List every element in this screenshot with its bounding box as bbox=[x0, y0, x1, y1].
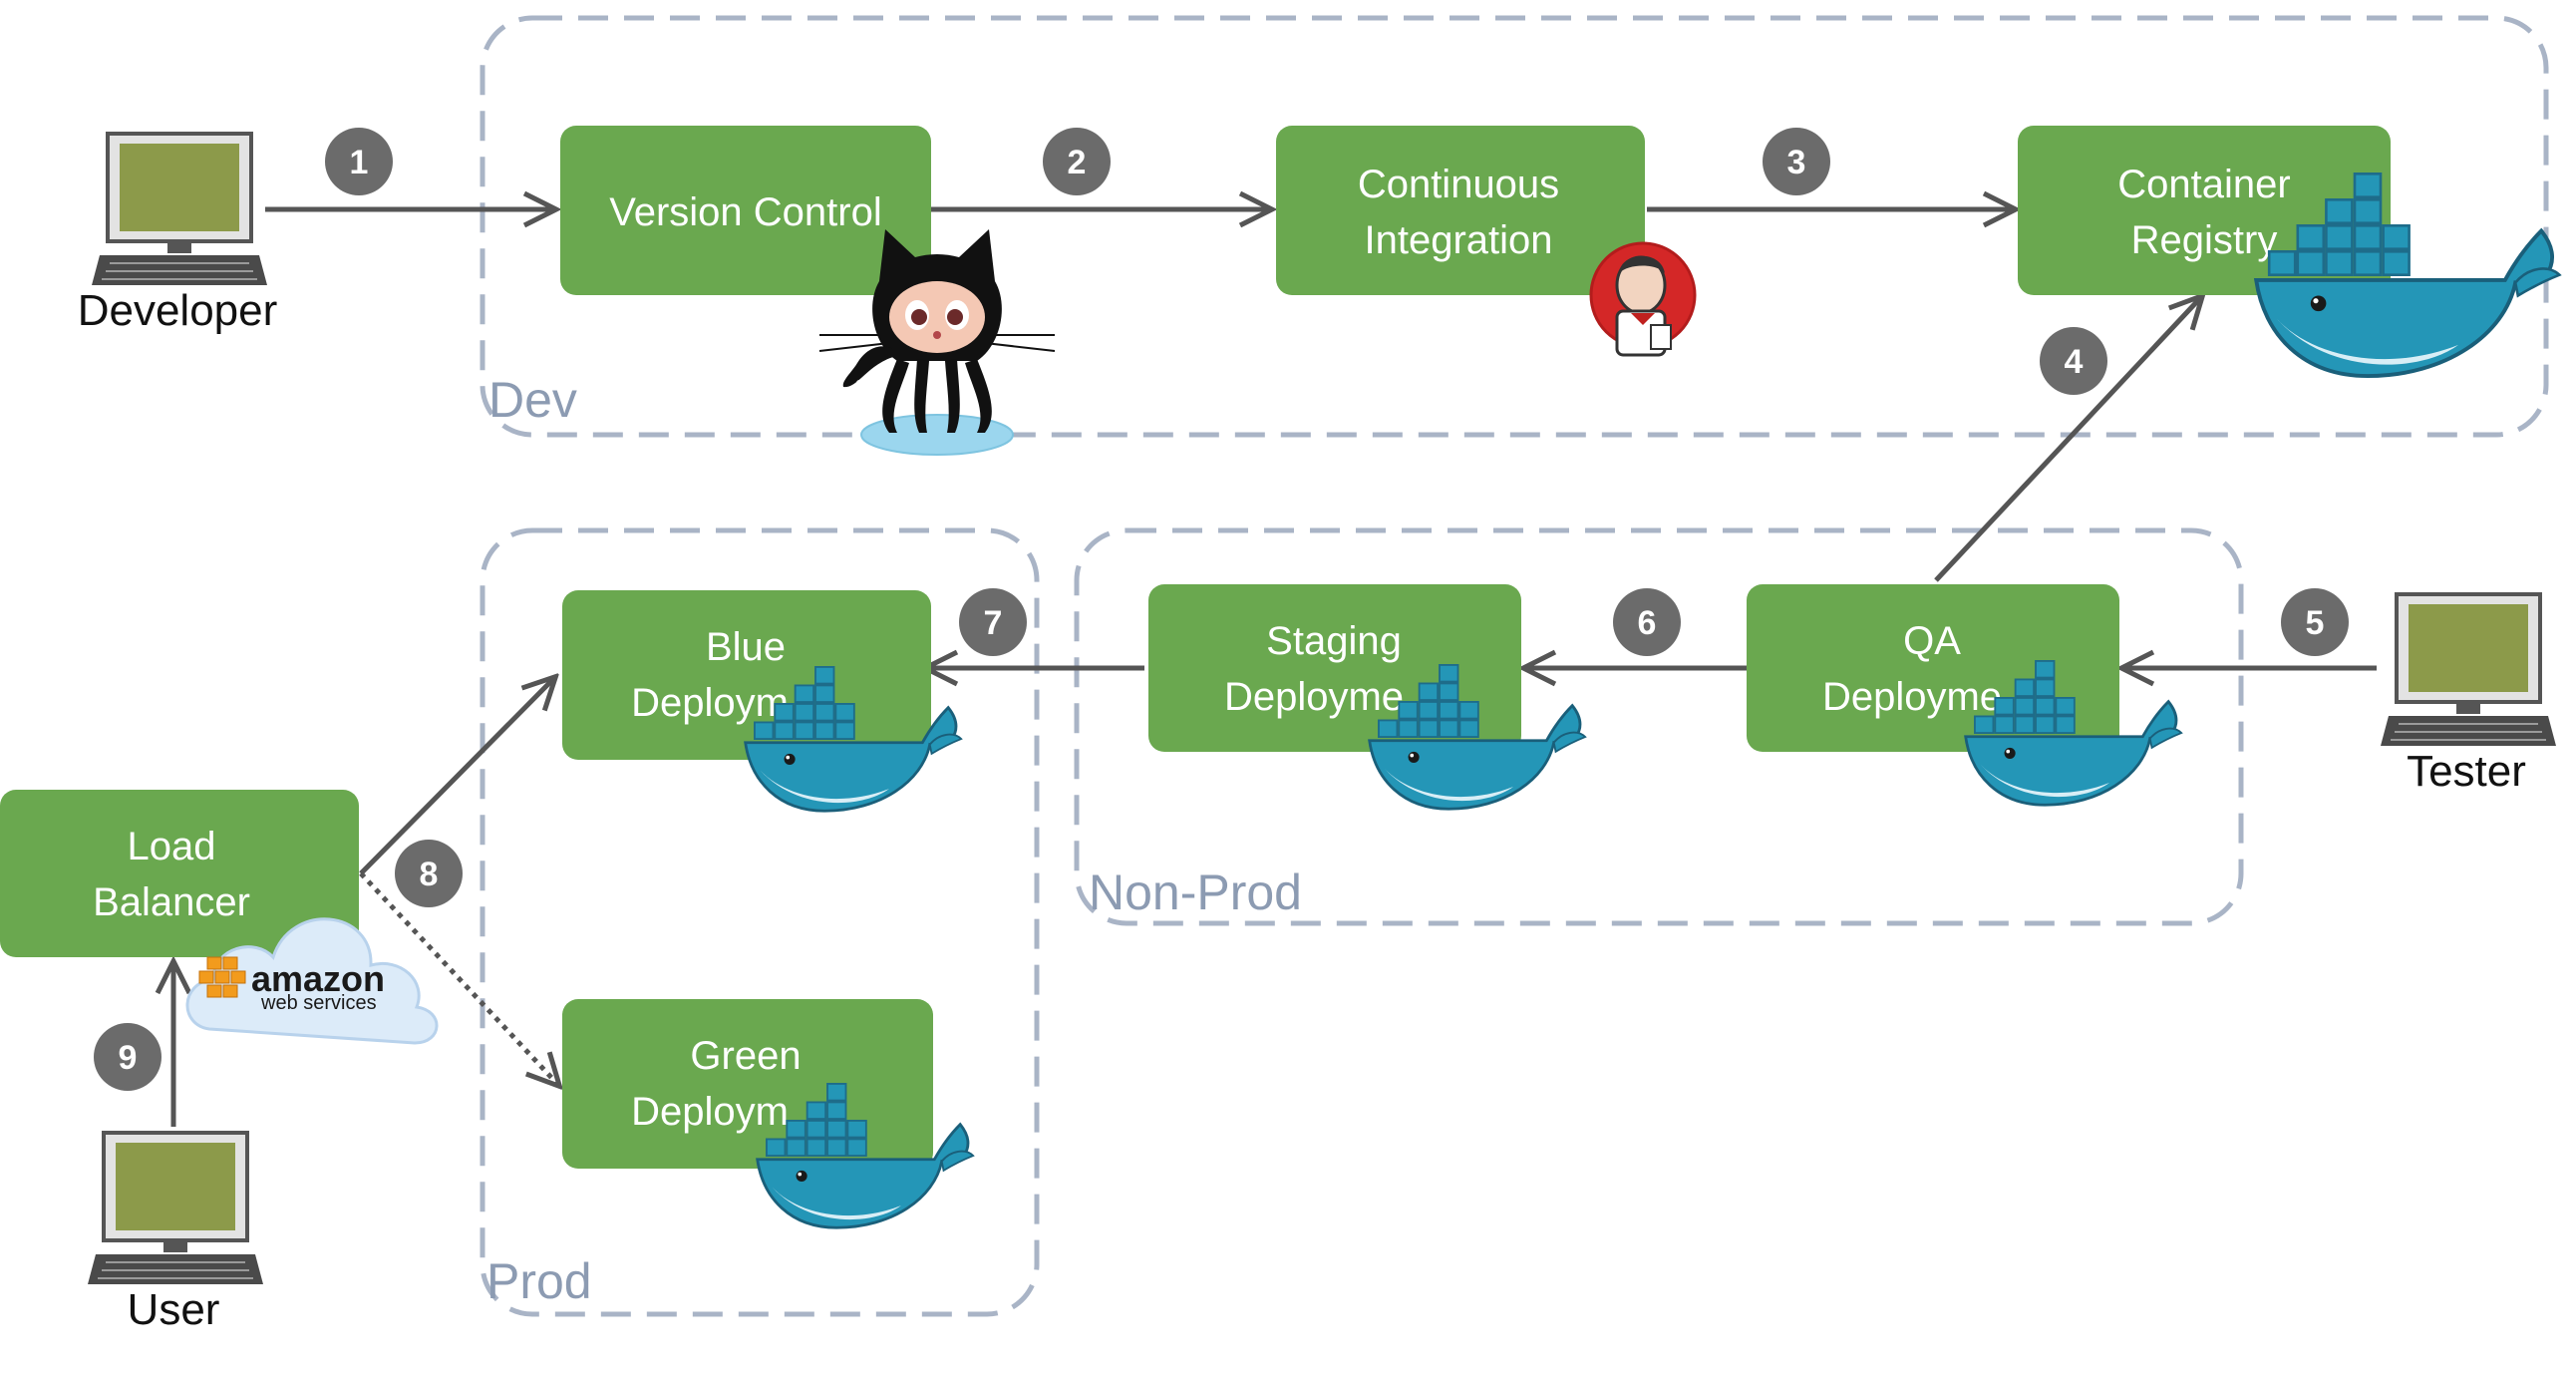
dev-zone: Dev bbox=[480, 15, 2549, 438]
step-badge-1: 1 bbox=[325, 128, 393, 195]
computer-icon bbox=[86, 1131, 265, 1286]
step-badge-5: 5 bbox=[2281, 588, 2349, 656]
computer-icon bbox=[90, 132, 269, 287]
blue-deployment-box: Blue Deploym bbox=[562, 590, 931, 760]
aws-cloud-icon: amazon web services bbox=[185, 917, 439, 1045]
svg-text:6: 6 bbox=[1638, 604, 1657, 642]
non-prod-zone: Non-Prod bbox=[1074, 527, 2244, 926]
arrows bbox=[173, 209, 2377, 1127]
prod-zone-label: Prod bbox=[486, 1253, 592, 1309]
step-badge-3: 3 bbox=[1763, 128, 1830, 195]
svg-text:9: 9 bbox=[119, 1039, 138, 1077]
github-octocat-icon bbox=[818, 229, 1056, 456]
aws-text-webservices: web services bbox=[260, 992, 377, 1014]
svg-text:4: 4 bbox=[2065, 343, 2084, 381]
svg-text:8: 8 bbox=[420, 856, 439, 893]
step-badges: 1 2 3 4 5 6 7 8 9 bbox=[94, 128, 2349, 1091]
svg-text:7: 7 bbox=[984, 604, 1003, 642]
computer-icon bbox=[2379, 592, 2558, 748]
user-actor: User bbox=[86, 1131, 265, 1334]
load-balancer-box: Load Balancer bbox=[0, 790, 359, 957]
ci-label-line1: Continuous bbox=[1358, 163, 1559, 206]
step-badge-7: 7 bbox=[959, 588, 1027, 656]
lb-label-line2: Balancer bbox=[93, 880, 250, 924]
step-badge-4: 4 bbox=[2040, 327, 2107, 395]
registry-label-line2: Registry bbox=[2131, 218, 2278, 262]
user-label: User bbox=[128, 1285, 220, 1334]
registry-label-line1: Container bbox=[2117, 163, 2290, 206]
developer-actor: Developer bbox=[78, 132, 278, 335]
staging-label-line1: Staging bbox=[1266, 619, 1402, 663]
non-prod-zone-label: Non-Prod bbox=[1089, 864, 1302, 920]
arrow-qa-to-registry bbox=[1934, 297, 2201, 582]
svg-text:2: 2 bbox=[1068, 144, 1087, 181]
green-label-line1: Green bbox=[690, 1034, 801, 1078]
arrow-lb-to-blue bbox=[359, 678, 554, 875]
qa-label-line1: QA bbox=[1903, 619, 1961, 663]
step-badge-6: 6 bbox=[1613, 588, 1681, 656]
dev-zone-label: Dev bbox=[488, 372, 577, 428]
tester-actor: Tester bbox=[2379, 592, 2558, 796]
continuous-integration-box: Continuous Integration bbox=[1276, 126, 1645, 295]
version-control-label: Version Control bbox=[609, 190, 881, 234]
blue-label-line1: Blue bbox=[706, 625, 786, 669]
svg-text:5: 5 bbox=[2306, 604, 2325, 642]
green-deployment-box: Green Deploym bbox=[562, 999, 933, 1169]
step-badge-9: 9 bbox=[94, 1023, 161, 1091]
blue-label-line2: Deploym bbox=[631, 681, 789, 725]
version-control-box: Version Control bbox=[560, 126, 931, 295]
step-badge-8: 8 bbox=[395, 840, 463, 907]
ci-label-line2: Integration bbox=[1364, 218, 1552, 262]
prod-zone: Prod bbox=[480, 527, 1040, 1317]
jenkins-icon bbox=[1589, 241, 1697, 357]
aws-text-amazon: amazon bbox=[251, 958, 385, 999]
svg-text:1: 1 bbox=[350, 144, 369, 181]
lb-label-line1: Load bbox=[128, 825, 216, 868]
qa-label-line2: Deployme bbox=[1822, 675, 2002, 719]
svg-text:3: 3 bbox=[1787, 144, 1806, 181]
developer-label: Developer bbox=[78, 286, 278, 335]
arrow-lb-to-green bbox=[359, 871, 558, 1085]
green-label-line2: Deploym bbox=[631, 1090, 789, 1134]
tester-label: Tester bbox=[2407, 747, 2526, 796]
step-badge-2: 2 bbox=[1043, 128, 1111, 195]
staging-label-line2: Deployme bbox=[1224, 675, 1404, 719]
